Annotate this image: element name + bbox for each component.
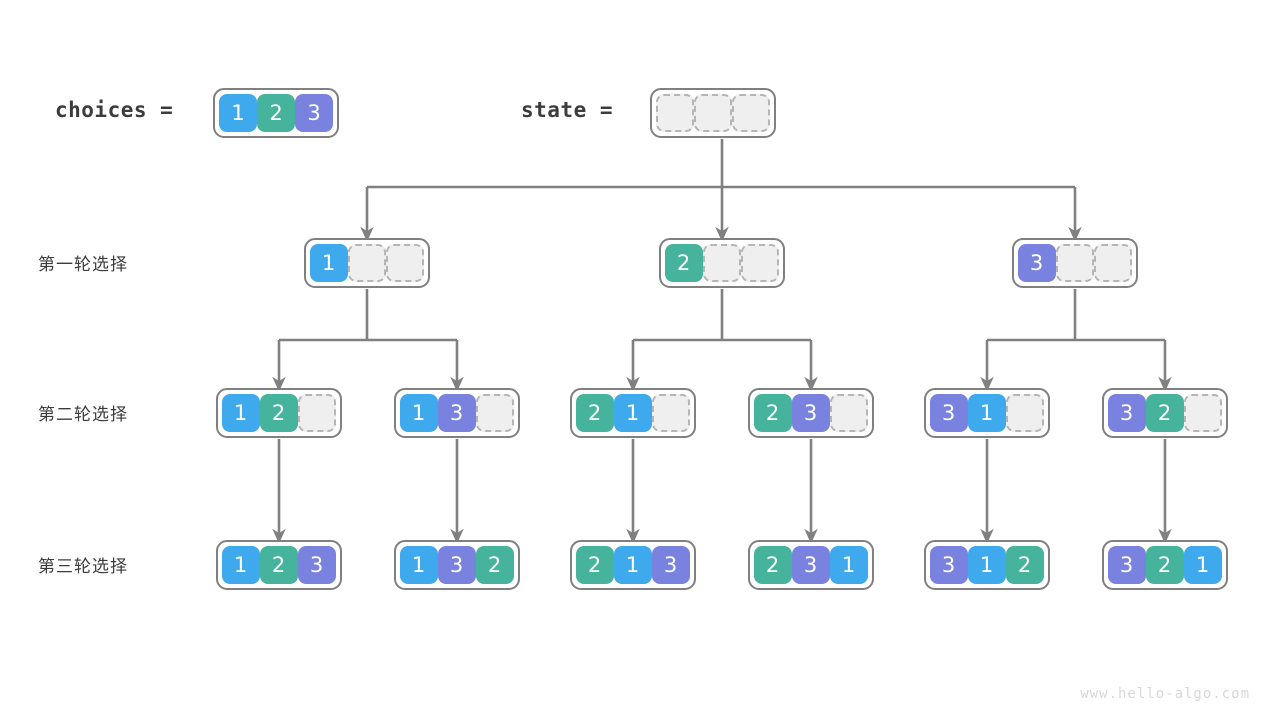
state-label: state = [521, 98, 614, 122]
tree-edges [272, 139, 1172, 544]
state-array-cell-2 [732, 94, 770, 132]
node-r3-1-cell-0: 1 [221, 546, 260, 584]
round-label-2: 第二轮选择 [38, 405, 128, 425]
node-r3-3-cell-2: 3 [651, 546, 690, 584]
node-r2-6-cell-1: 2 [1145, 394, 1184, 432]
node-r3-1-cell-1: 2 [259, 546, 298, 584]
node-r3-4-cell-2: 1 [829, 546, 868, 584]
node-r3-2-cell-0: 1 [399, 546, 438, 584]
node-r1-2-cell-0: 2 [664, 244, 703, 282]
node-r3-4-cell-1: 3 [791, 546, 830, 584]
watermark: www.hello-algo.com [1080, 686, 1250, 702]
node-r1-3-cell-0: 3 [1017, 244, 1056, 282]
node-r2-4-cell-0: 2 [753, 394, 792, 432]
node-r3-6-cell-0: 3 [1107, 546, 1146, 584]
node-r2-5-cell-0: 3 [929, 394, 968, 432]
node-r1-2: 2 [658, 238, 785, 288]
node-r1-1-cell-1 [347, 244, 386, 282]
node-r2-3-cell-1: 1 [613, 394, 652, 432]
node-r3-5-cell-1: 1 [967, 546, 1006, 584]
node-r3-5-cell-0: 3 [929, 546, 968, 584]
node-r1-2-cell-2 [740, 244, 779, 282]
node-r2-3-cell-0: 2 [575, 394, 614, 432]
node-r1-2-cell-1 [702, 244, 741, 282]
state-array-cell-0 [656, 94, 694, 132]
node-r3-3-cell-0: 2 [575, 546, 614, 584]
node-r3-2-cell-1: 3 [437, 546, 476, 584]
node-r1-3: 3 [1011, 238, 1138, 288]
node-r3-4-cell-0: 2 [753, 546, 792, 584]
choices-array-cell-1: 2 [257, 94, 295, 132]
node-r2-6-cell-2 [1183, 394, 1222, 432]
node-r2-2-cell-1: 3 [437, 394, 476, 432]
node-r2-4-cell-2 [829, 394, 868, 432]
node-r2-5-cell-2 [1005, 394, 1044, 432]
node-r3-1-cell-2: 3 [297, 546, 336, 584]
node-r2-1-cell-1: 2 [259, 394, 298, 432]
node-r1-1-cell-0: 1 [309, 244, 348, 282]
node-r1-1: 1 [303, 238, 430, 288]
choices-array-cell-2: 3 [295, 94, 333, 132]
node-r3-2-cell-2: 2 [475, 546, 514, 584]
node-r2-2-cell-0: 1 [399, 394, 438, 432]
choices-label: choices = [55, 98, 174, 122]
round-label-1: 第一轮选择 [38, 255, 128, 275]
node-r3-3-cell-1: 1 [613, 546, 652, 584]
node-r2-2-cell-2 [475, 394, 514, 432]
state-array [650, 88, 776, 138]
node-r2-6-cell-0: 3 [1107, 394, 1146, 432]
node-r3-6-cell-1: 2 [1145, 546, 1184, 584]
state-array-cell-1 [694, 94, 732, 132]
node-r1-1-cell-2 [385, 244, 424, 282]
round-label-3: 第三轮选择 [38, 557, 128, 577]
node-r3-6-cell-2: 1 [1183, 546, 1222, 584]
node-r2-3-cell-2 [651, 394, 690, 432]
node-r3-5-cell-2: 2 [1005, 546, 1044, 584]
node-r1-3-cell-1 [1055, 244, 1094, 282]
node-r1-3-cell-2 [1093, 244, 1132, 282]
node-r2-5-cell-1: 1 [967, 394, 1006, 432]
node-r2-4-cell-1: 3 [791, 394, 830, 432]
node-r2-1-cell-2 [297, 394, 336, 432]
node-r2-1-cell-0: 1 [221, 394, 260, 432]
choices-array-cell-0: 1 [219, 94, 257, 132]
